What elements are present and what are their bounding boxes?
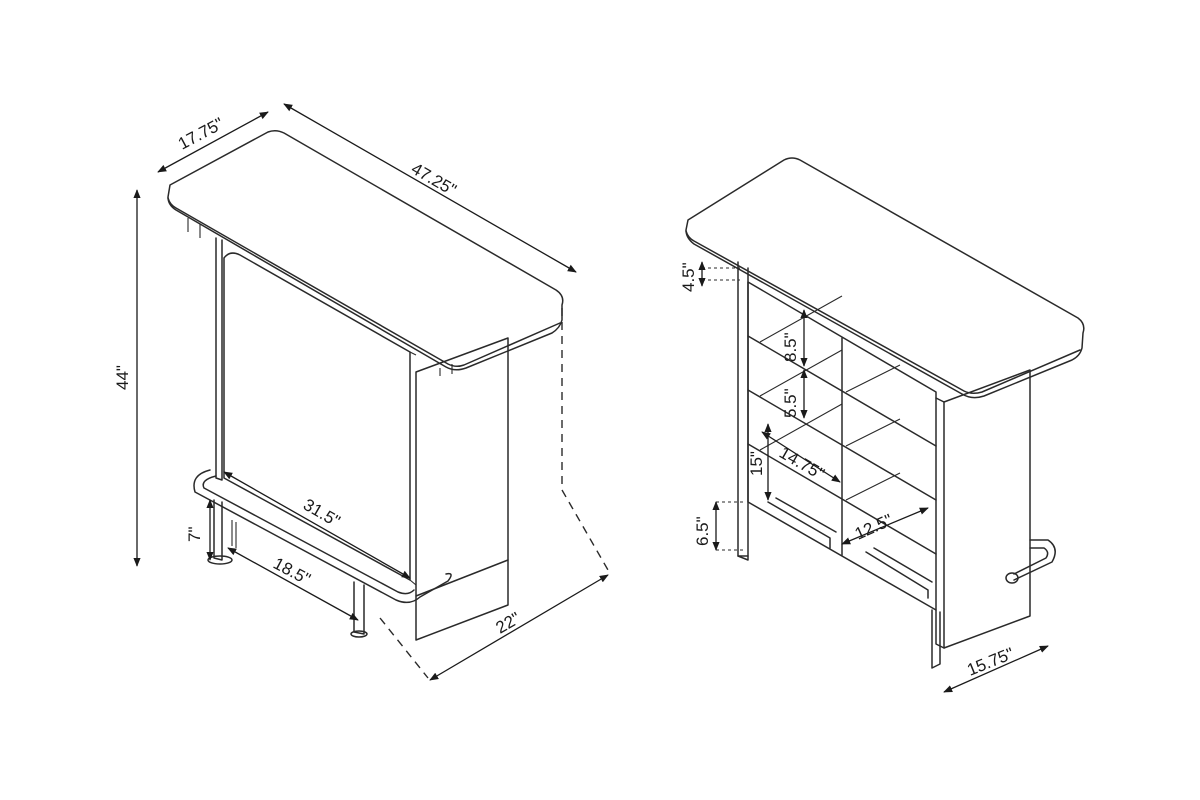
label-lower-compartment-width: 14.75": [776, 443, 828, 484]
back-view-dimensions: [698, 261, 1049, 693]
label-footrest-height: 7": [185, 527, 204, 543]
label-shelf-1: 8.5": [781, 332, 800, 362]
back-view-drawing: [685, 157, 1085, 669]
label-rack-width: 12.5": [852, 510, 895, 543]
label-height: 44": [113, 365, 132, 390]
dimension-labels: 17.75" 47.25" 44" 31.5" 7" 18.5" 22" 4.5…: [113, 114, 1017, 680]
front-view-dimensions: [133, 103, 609, 681]
label-shelf-2: 5.5": [781, 388, 800, 418]
label-inner-width: 31.5": [300, 495, 343, 531]
label-base-depth: 22": [493, 609, 524, 638]
label-lower-compartment-height: 15": [747, 451, 766, 476]
label-bottom-gap: 6.5": [693, 516, 712, 546]
label-top-depth: 17.75": [175, 114, 227, 154]
label-top-clearance: 4.5": [679, 262, 698, 292]
label-back-base-depth: 15.75": [964, 644, 1016, 680]
front-view-drawing: [167, 129, 564, 641]
label-top-width: 47.25": [408, 159, 460, 200]
